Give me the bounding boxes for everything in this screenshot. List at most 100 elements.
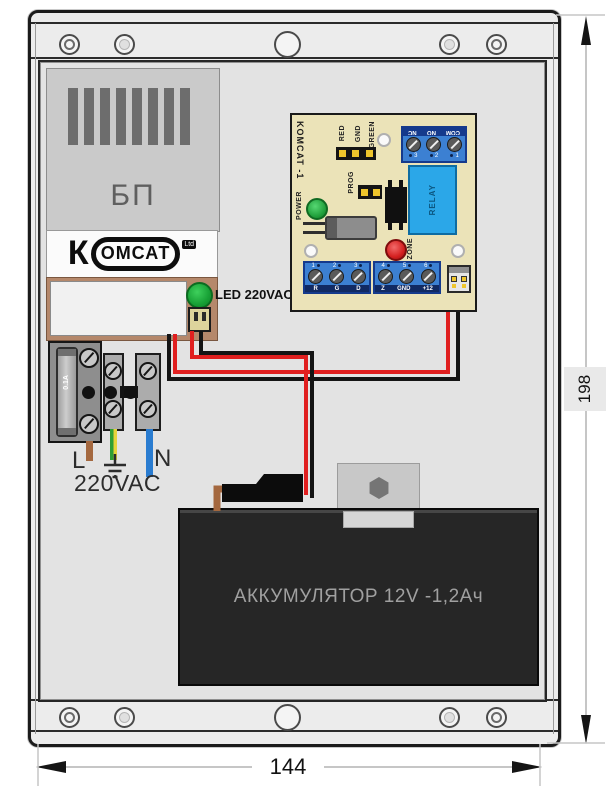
board-name-label: KOMCAT -1: [295, 121, 305, 180]
komcat1-board: KOMCAT -1 RED GND GREEN NC NO COM 3 2 1: [290, 113, 477, 312]
psu-output-connector: [188, 307, 211, 332]
terminal-dot: [82, 386, 95, 399]
screw: [486, 707, 507, 728]
header-label-green: GREEN: [369, 121, 376, 149]
terminal-screw: [104, 400, 122, 418]
dim-arrow-up: [581, 16, 591, 45]
terminal-screw: [399, 269, 415, 284]
side-fold-line: [35, 23, 36, 734]
relay-terminal-block: NC NO COM 3 2 1: [401, 126, 467, 163]
terminal-label-r: R: [313, 285, 318, 292]
capacitor-lead: [303, 231, 325, 234]
wire-live-brown: [86, 441, 93, 461]
io-terminal-block-right: 4 5 6 Z GND +12: [373, 261, 441, 294]
dim-arrow-right: [512, 761, 542, 773]
power-led: [306, 198, 328, 220]
header-label-red: RED: [339, 125, 346, 142]
terminal-number: 5: [403, 263, 411, 269]
flange-fold-line: [31, 730, 558, 732]
logo-text: ОМСАТ: [90, 237, 181, 271]
terminal-screw: [350, 269, 366, 284]
terminal-number: 3: [354, 263, 362, 269]
terminal-label-d: D: [356, 285, 361, 292]
psu-label: БП: [110, 179, 156, 212]
fuse: 0.1A: [56, 347, 78, 437]
relay-label: RELAY: [428, 184, 437, 216]
optocoupler: [385, 180, 407, 230]
mounting-hole: [451, 244, 465, 258]
logo-letter: К: [67, 233, 89, 272]
power-label: POWER: [296, 191, 303, 220]
terminal-screw: [447, 137, 463, 152]
terminal-dot: [104, 386, 117, 399]
capacitor: [325, 216, 377, 240]
mounting-hole: [304, 244, 318, 258]
terminal-number: 1: [311, 263, 319, 269]
battery-clamp-tab: [343, 511, 414, 528]
header-label-gnd: GND: [355, 125, 362, 143]
capacitor-lead: [303, 222, 325, 225]
dim-arrow-left: [36, 761, 66, 773]
terminal-label-no: NO: [426, 129, 436, 135]
prog-jumper: [358, 185, 382, 199]
mounting-hole: [377, 133, 391, 147]
terminal-screw: [139, 362, 157, 380]
terminal-screw: [329, 269, 345, 284]
screw: [59, 34, 80, 55]
led-220vac-label: LED 220VAC: [215, 287, 293, 302]
terminal-label-g: G: [334, 285, 340, 292]
wire-neutral-blue: [146, 429, 153, 477]
fuse-rating-label: 0.1A: [63, 375, 70, 390]
battery-label: АККУМУЛЯТОР 12V -1,2Ач: [233, 586, 484, 607]
terminal-screw: [378, 269, 394, 284]
screw: [486, 34, 507, 55]
wire-ground-green-yellow: [110, 429, 117, 460]
led-220vac-indicator: [186, 282, 213, 309]
terminal-screw: [308, 269, 324, 284]
line-label: L: [72, 447, 86, 474]
led-pin-header: [336, 147, 376, 160]
logo-suffix: Ltd: [182, 240, 197, 249]
terminal-number: 2: [430, 153, 438, 159]
battery: АККУМУЛЯТОР 12V -1,2Ач: [178, 508, 539, 686]
ground-icon: [104, 454, 126, 479]
terminal-screw: [405, 137, 421, 152]
neutral-label: N: [154, 445, 172, 472]
terminal-number: 4: [381, 263, 389, 269]
terminal-label-z: Z: [381, 285, 385, 292]
screw: [439, 707, 460, 728]
side-fold-line: [553, 23, 554, 734]
vent-slots: [68, 88, 190, 145]
terminal-number: 3: [409, 153, 417, 159]
screw: [114, 34, 135, 55]
terminal-screw: [104, 362, 122, 380]
power-supply-unit: БП: [46, 68, 220, 232]
terminal-screw: [426, 137, 442, 152]
dimension-height: 198: [564, 367, 606, 411]
terminal-screw: [79, 414, 99, 434]
terminal-screw: [139, 400, 157, 418]
relay-terminal-labels: NC NO COM: [403, 128, 465, 136]
screw: [274, 31, 301, 58]
terminal-screw: [79, 348, 99, 368]
battery-clamp: [337, 463, 420, 513]
terminal-label-com: COM: [445, 129, 460, 135]
dimension-width: 144: [252, 752, 324, 782]
terminal-number: 6: [424, 263, 432, 269]
dim-arrow-down: [581, 715, 591, 744]
terminal-number: 1: [450, 153, 458, 159]
terminal-label-nc: NC: [408, 129, 417, 135]
prog-label: PROG: [348, 171, 355, 194]
screw: [59, 707, 80, 728]
screw: [114, 707, 135, 728]
power-input-connector: [447, 265, 471, 293]
flange-fold-line: [31, 57, 558, 59]
screw: [439, 34, 460, 55]
screw: [274, 704, 301, 731]
komcat-logo: К ОМСАТ Ltd: [46, 230, 218, 278]
terminal-dot: [124, 386, 137, 399]
clamp-bolt: [369, 477, 389, 499]
relay: RELAY: [408, 165, 457, 235]
terminal-label-12v: +12: [422, 285, 433, 292]
